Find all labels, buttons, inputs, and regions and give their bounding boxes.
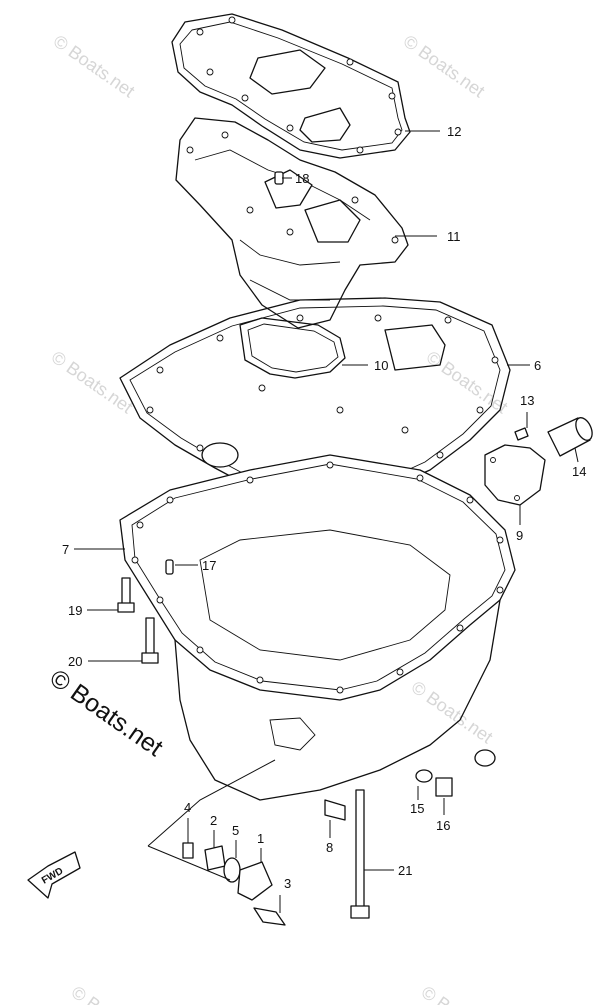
part-21-bolt bbox=[350, 789, 370, 919]
part-9-cover bbox=[484, 444, 546, 506]
part-20-bolt bbox=[141, 617, 159, 664]
leader-lines bbox=[74, 130, 579, 913]
part-14-sleeve bbox=[547, 417, 593, 457]
callout-4: 4 bbox=[184, 800, 191, 815]
callout-13: 13 bbox=[520, 393, 534, 408]
part-16-plug bbox=[435, 777, 453, 797]
callout-12: 12 bbox=[447, 124, 461, 139]
watermark: © Boats.net bbox=[68, 982, 157, 1005]
watermark: © Boats.net bbox=[50, 31, 139, 101]
part-7-oil-pan bbox=[119, 454, 516, 801]
callout-1: 1 bbox=[257, 831, 264, 846]
callout-20: 20 bbox=[68, 654, 82, 669]
part-15-washer bbox=[415, 769, 433, 783]
callout-14: 14 bbox=[572, 464, 586, 479]
part-19-bolt bbox=[117, 577, 135, 613]
watermark: © Boats.net bbox=[48, 347, 137, 417]
part-17-pin bbox=[165, 559, 174, 575]
part-8-fitting bbox=[324, 799, 346, 821]
callout-6: 6 bbox=[534, 358, 541, 373]
watermark-large: © Boats.net bbox=[45, 664, 168, 762]
callout-15: 15 bbox=[410, 801, 424, 816]
callout-10: 10 bbox=[374, 358, 388, 373]
callout-17: 17 bbox=[202, 558, 216, 573]
part-18-pin bbox=[274, 171, 284, 185]
callouts: 12 18 11 10 6 13 14 9 7 17 19 20 4 2 5 1… bbox=[62, 124, 586, 891]
part-12-gasket bbox=[171, 13, 411, 159]
part-11-manifold bbox=[175, 117, 409, 329]
drain-plug-assembly bbox=[182, 842, 286, 926]
part-13-bolt bbox=[514, 427, 529, 441]
callout-16: 16 bbox=[436, 818, 450, 833]
watermark: © Boats.net bbox=[408, 677, 497, 747]
callout-11: 11 bbox=[447, 229, 461, 244]
callout-5: 5 bbox=[232, 823, 239, 838]
watermark: © Boats.net bbox=[400, 31, 489, 101]
watermark: © Boats.net bbox=[423, 347, 512, 417]
callout-18: 18 bbox=[295, 171, 309, 186]
callout-21: 21 bbox=[398, 863, 412, 878]
callout-3: 3 bbox=[284, 876, 291, 891]
fwd-arrow-icon: FWD bbox=[27, 851, 81, 899]
callout-8: 8 bbox=[326, 840, 333, 855]
callout-9: 9 bbox=[516, 528, 523, 543]
callout-7: 7 bbox=[62, 542, 69, 557]
callout-19: 19 bbox=[68, 603, 82, 618]
watermark: © Boats.net bbox=[418, 982, 507, 1005]
callout-2: 2 bbox=[210, 813, 217, 828]
part-10-oring bbox=[239, 317, 346, 379]
